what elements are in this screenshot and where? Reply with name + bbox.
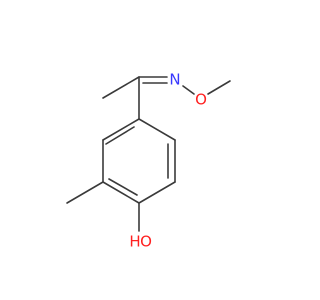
bond-n-o (182, 85, 195, 95)
bond-aryl-methyl (66, 181, 104, 204)
ring-bond-3-inner (108, 178, 138, 196)
bond-o-methyl (207, 80, 231, 95)
ring-bond-6 (138, 118, 176, 141)
nitrogen-atom: N (169, 71, 180, 89)
hydrogen-atom-hydroxyl: H (129, 233, 140, 251)
ring-bond-1 (102, 118, 140, 141)
ring-bond-3 (102, 181, 140, 204)
bond-methyl-c (102, 76, 140, 99)
oxygen-atom-ether: O (195, 91, 207, 109)
molecule-canvas: N O O H (66, 70, 231, 251)
oxygen-atom-hydroxyl: O (140, 233, 152, 251)
ring-bond-1-inner (105, 126, 135, 145)
ring-bond-4 (138, 181, 176, 204)
molecule-structure: N O O H (66, 71, 231, 251)
